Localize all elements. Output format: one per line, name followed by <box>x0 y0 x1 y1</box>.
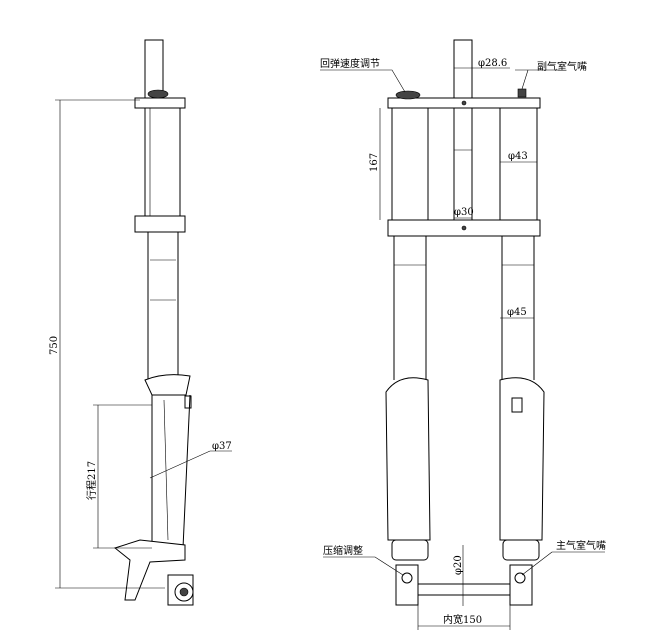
steerer-lower-dia-label: φ30 <box>454 207 474 218</box>
steerer-dia-label: φ28.6 <box>478 58 507 69</box>
axle-dia-label: φ20 <box>453 555 464 575</box>
overall-length-label: 750 <box>49 336 60 355</box>
side-dia-label: φ37 <box>212 441 232 452</box>
main-air-valve-label: 主气室气嘴 <box>556 539 606 552</box>
travel-label: 行程217 <box>85 461 98 500</box>
front-view <box>320 39 605 630</box>
stanchion-dia-label: φ45 <box>507 307 527 318</box>
inner-width-label: 内宽150 <box>443 613 482 626</box>
compression-adjust-label: 压缩调整 <box>323 544 363 557</box>
crown-spacing-label: 167 <box>369 153 380 172</box>
aux-air-valve-label: 副气室气嘴 <box>537 60 587 73</box>
upper-tube-dia-label: φ43 <box>508 151 528 162</box>
rebound-adjust-label: 回弹速度调节 <box>320 57 380 70</box>
side-view <box>55 39 232 606</box>
